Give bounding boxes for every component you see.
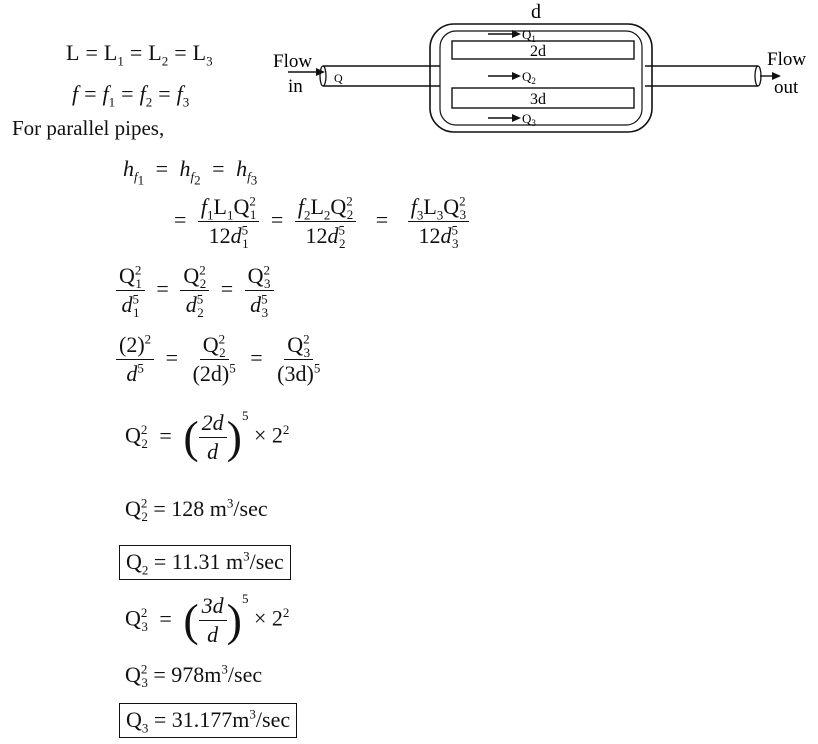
flow-in-word: Flow xyxy=(273,51,312,72)
q1-arrowhead xyxy=(512,30,521,38)
pipe-2d xyxy=(451,40,635,60)
q3-label: Q3 xyxy=(522,111,536,128)
q2-arrowhead xyxy=(512,72,521,80)
q3-arrowhead xyxy=(512,114,521,122)
pipe-3d-label: 3d xyxy=(530,91,546,108)
outflow-arrowhead xyxy=(772,72,781,80)
q2-squared-value: Q22 = 128 m3/sec xyxy=(125,495,268,525)
darcy-fraction-equation: = f1L1Q21 12d51 = f2L2Q22 12d52 = f3L3Q2… xyxy=(168,195,470,250)
friction-equality: f=f1=f2=f3 xyxy=(72,81,190,110)
outer-loop xyxy=(429,23,653,133)
head-loss-equality: hf1 = hf2 = hf3 xyxy=(123,156,258,188)
parallel-pipes-heading: For parallel pipes, xyxy=(12,116,165,140)
parallel-pipe-diagram: d 2d 3d Q1 Q2 Q3 Q Flow in Flow out xyxy=(273,1,806,133)
flow-out-word: Flow xyxy=(767,49,806,70)
fraction-3: f3L3Q23 12d53 xyxy=(407,195,470,250)
length-equality: L=L1=L2=L3 xyxy=(66,40,213,69)
pipe-3d xyxy=(451,87,635,109)
pipe-2d-label: 2d xyxy=(530,43,546,60)
q2-result-box: Q2 = 11.31 m3/sec xyxy=(119,545,291,580)
diameter-label: d xyxy=(531,1,541,23)
q3-squared-value: Q23 = 978m3/sec xyxy=(125,661,263,691)
q2-label: Q2 xyxy=(522,69,536,86)
inflow-arrowhead xyxy=(316,68,325,76)
flow-in-word2: in xyxy=(288,76,303,97)
inlet-pipe-end xyxy=(319,65,327,87)
q3-result-box: Q3 = 31.177m3/sec xyxy=(119,703,298,738)
inner-loop xyxy=(439,30,643,126)
q1-label: Q1 xyxy=(522,27,536,44)
flow-out-word2: out xyxy=(774,77,799,98)
fraction-2: f2L2Q22 12d52 xyxy=(294,195,357,250)
fraction-1: f1L1Q21 12d51 xyxy=(197,195,260,250)
q-inlet-label: Q xyxy=(334,71,343,85)
